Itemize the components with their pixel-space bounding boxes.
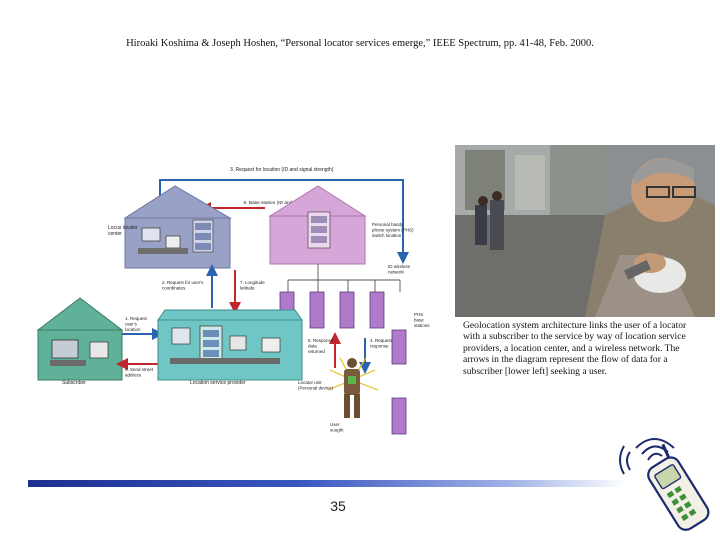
step-2-label: 2. Request for user's coordinates <box>162 280 205 291</box>
footer-gradient-bar <box>28 480 628 487</box>
geolocation-architecture-diagram: 3. Request for location (ID and signal s… <box>36 167 430 435</box>
photo-caption: Geolocation system architecture links th… <box>463 320 687 377</box>
phs-switch-building <box>268 185 367 265</box>
mobile-phone-icon <box>619 438 710 531</box>
provider-label: Location service provider <box>190 380 246 386</box>
photo-user-with-locator <box>455 145 715 317</box>
location-service-provider-building <box>157 309 303 381</box>
step-6-label: 6. Base station (ID and signal strength) <box>244 200 327 206</box>
step-1-label: 1. Request user's location <box>125 316 148 332</box>
user-label: User sought <box>330 422 344 433</box>
subscriber-house <box>36 297 124 381</box>
id-network-label: ID wireless network <box>388 264 411 275</box>
citation-text: Hiroaki Koshima & Joseph Hoshen, “Person… <box>126 38 594 49</box>
phs-switch-label: Personal handy phone system (PHS) switch… <box>372 222 415 238</box>
step-8-label: 8. Send street address <box>125 367 154 378</box>
user-figure <box>327 357 379 418</box>
page-number: 35 <box>330 498 346 514</box>
step-5-label: 5. Response data returned <box>308 338 335 354</box>
network-links <box>287 264 401 292</box>
step-4-label: 4. Request response <box>370 338 393 349</box>
step-3-label: 3. Request for location (ID and signal s… <box>230 167 334 173</box>
locus-center-label: Locus locator center <box>108 225 139 237</box>
step-7-label: 7. Longitude latitude <box>240 280 266 291</box>
arrow-step-3 <box>159 179 409 264</box>
locator-unit-label: Locator unit (Personal device) <box>298 380 334 391</box>
phs-stations-label: PHS base stations <box>414 312 430 328</box>
subscriber-label: Subscriber <box>62 380 86 386</box>
locus-locator-center-building <box>123 185 232 269</box>
